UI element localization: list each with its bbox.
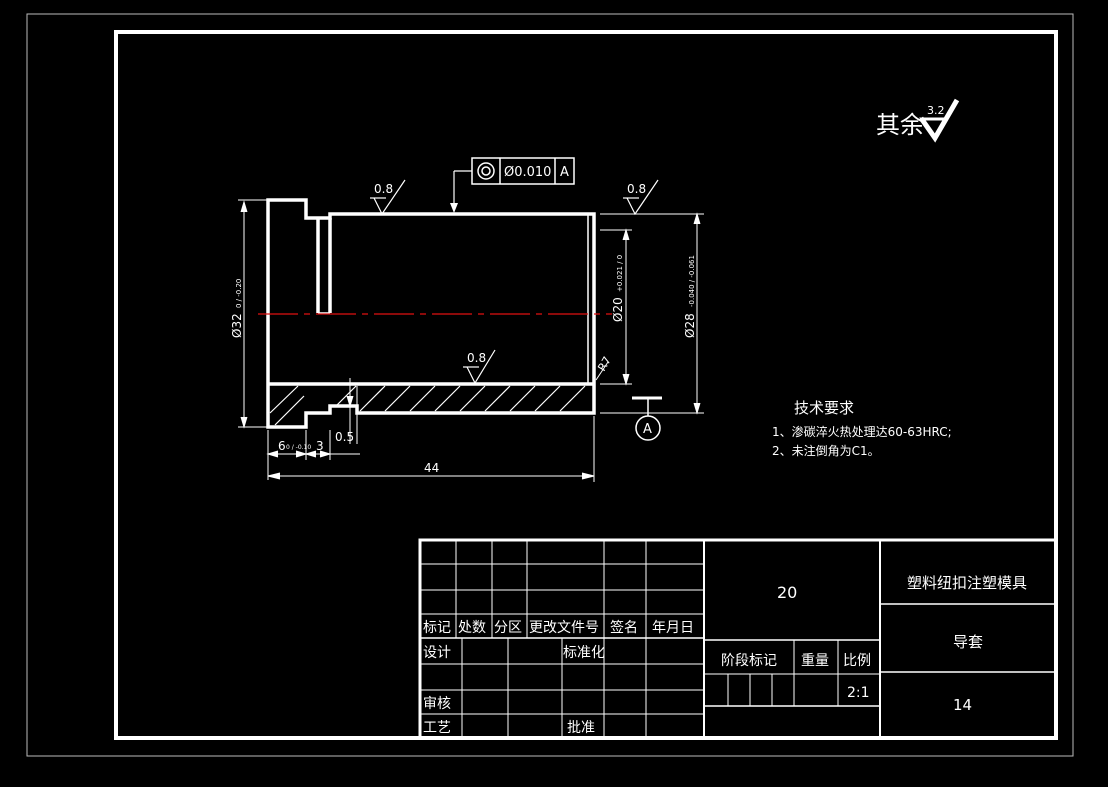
dim-28: [600, 212, 704, 415]
tb-header-6: 年月日: [652, 620, 694, 636]
tb-standard-label: 标准化: [563, 645, 605, 661]
dim-bore-20-tol: +0.021 / 0: [616, 255, 624, 292]
tb-quantity: 20: [777, 583, 797, 602]
title-block: [418, 538, 1058, 740]
dim-outer-32: [238, 199, 268, 429]
tb-approve-label: 批准: [567, 720, 595, 736]
dim-bore-20-text: Ø20: [611, 297, 625, 322]
tb-header-1: 标记: [423, 620, 451, 636]
dim-outer-32-text: Ø32: [230, 313, 244, 338]
roughness-triangle-icon: [919, 117, 949, 141]
dim-length-6: [266, 430, 308, 480]
datum-symbol: [632, 396, 662, 441]
roughness-mark-3: 0.8: [463, 349, 496, 385]
svg-text:0.8: 0.8: [627, 182, 646, 196]
gdt-datum: A: [560, 165, 569, 180]
dim-outer-32-tol: 0 / -0.20: [235, 279, 243, 308]
tb-stage-label: 阶段标记: [721, 653, 777, 669]
dim-groove-05-text: 0.5: [335, 430, 354, 444]
tech-req-item1: 1、渗碳淬火热处理达60-63HRC;: [772, 424, 952, 439]
tb-header-4: 更改文件号: [529, 620, 599, 636]
tb-review-label: 审核: [423, 696, 451, 712]
tb-product-name: 塑料纽扣注塑模具: [907, 574, 1027, 592]
tb-part-name: 导套: [953, 633, 983, 651]
remaining-roughness-label: 其余: [876, 111, 924, 139]
tb-header-2: 处数: [458, 620, 486, 636]
outer-border: [26, 13, 1074, 757]
dim-length-44-text: 44: [424, 461, 439, 475]
dim-length-3-text: 3: [316, 439, 324, 453]
tech-req-title: 技术要求: [794, 399, 854, 417]
tb-header-5: 签名: [610, 619, 638, 636]
dim-bore-20: [600, 228, 632, 386]
section-hatch: [269, 385, 586, 426]
remaining-roughness-value: 3.2: [927, 104, 945, 117]
tb-scale-label: 比例: [843, 653, 871, 669]
tb-drawing-no: 14: [953, 696, 972, 714]
tb-scale-value: 2:1: [847, 685, 870, 701]
dim-length-44: [267, 416, 595, 482]
roughness-mark-1: 0.8: [370, 179, 406, 216]
tb-header-3: 分区: [494, 620, 522, 636]
tb-process-label: 工艺: [423, 720, 451, 736]
dim-28-tol: -0.040 / -0.061: [688, 255, 696, 307]
tech-req-item2: 2、未注倒角为C1。: [772, 443, 880, 458]
gdt-tolerance: Ø0.010: [504, 165, 551, 180]
gdt-frame: Ø0.010 A: [450, 157, 575, 213]
datum-label: A: [643, 422, 652, 437]
dim-radius: R7: [595, 354, 614, 373]
dim-length-6-tol: 0 / -0.10: [286, 444, 311, 451]
svg-text:0.8: 0.8: [374, 182, 393, 196]
roughness-mark-2: 0.8: [623, 179, 659, 216]
tb-weight-label: 重量: [801, 653, 829, 669]
dim-28-text: Ø28: [683, 313, 697, 338]
svg-text:0.8: 0.8: [467, 351, 486, 365]
dim-length-6-text: 6: [278, 439, 286, 453]
concentricity-icon: [477, 162, 495, 180]
dim-groove-05: [346, 378, 358, 444]
tb-design-label: 设计: [423, 645, 451, 661]
dim-length-3: [304, 430, 360, 460]
